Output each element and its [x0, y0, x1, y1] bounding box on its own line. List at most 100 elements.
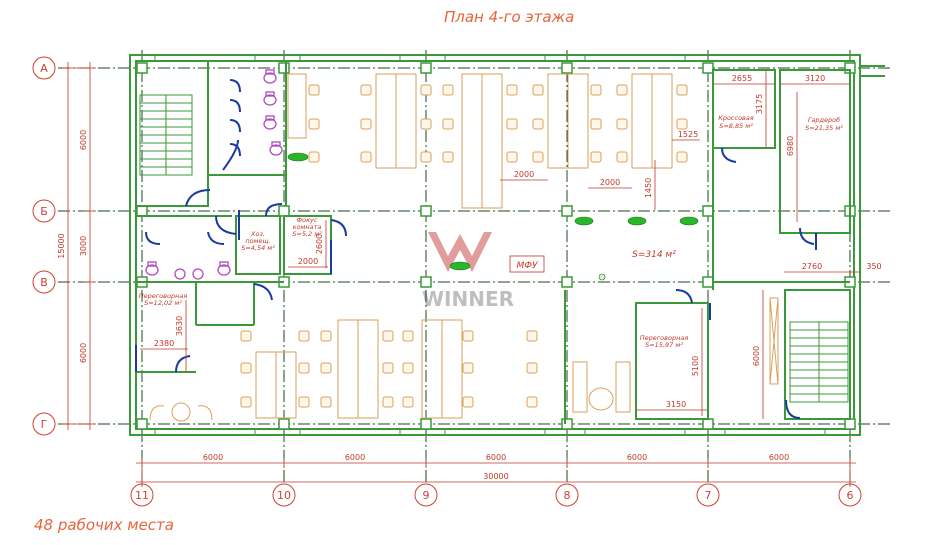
chair [590, 151, 602, 163]
dim-2000-a: 2000 [514, 170, 534, 179]
shelving [572, 297, 779, 413]
cross-room-name: Кроссовая [718, 114, 754, 122]
doors [135, 79, 817, 419]
chair [420, 118, 432, 130]
chair [402, 362, 414, 374]
cross-room-area: S=8,85 м² [719, 122, 753, 130]
axis-marker-7 [696, 483, 720, 507]
chair [590, 84, 602, 96]
dim-left-top: 6000 [79, 130, 88, 150]
chair [616, 84, 628, 96]
room-labels: Хоз. помещ. S=4,54 м² Фокус комната S=5,… [139, 114, 844, 349]
chair [382, 330, 394, 342]
chair [240, 362, 252, 374]
dim-3150: 3150 [666, 400, 686, 409]
axis-label-9: 9 [423, 489, 430, 502]
chair [462, 362, 474, 374]
dim-2380: 2380 [154, 339, 174, 348]
chair [616, 118, 628, 130]
dim-6000-right: 6000 [752, 346, 761, 366]
axis-marker-v [32, 270, 56, 294]
axis-labels: А Б В Г 11 10 9 8 7 6 [40, 62, 853, 502]
axis-label-a: А [40, 62, 48, 75]
dim-350: 350 [866, 262, 881, 271]
dim-3120: 3120 [805, 74, 825, 83]
dim-1450: 1450 [644, 178, 653, 198]
plan-title: План 4-го этажа [444, 8, 575, 26]
dimension-values: 6000 6000 6000 6000 6000 30000 6000 3000… [57, 74, 882, 481]
chair [532, 151, 544, 163]
meeting-left-area: S=12,02 м² [144, 299, 182, 307]
chair [462, 330, 474, 342]
stairs [139, 94, 849, 403]
chair [442, 84, 454, 96]
mfu-box: МФУ [509, 255, 545, 273]
dim-bottom-3: 6000 [486, 453, 506, 462]
dim-5100: 5100 [691, 356, 700, 376]
dim-3630: 3630 [175, 316, 184, 336]
meeting-right-name: Переговорная [640, 334, 689, 342]
chair [320, 396, 332, 408]
storage-room-area: S=4,54 м² [241, 244, 275, 252]
axis-markers [32, 56, 862, 507]
chair [676, 118, 688, 130]
chair [320, 330, 332, 342]
dim-6980: 6980 [786, 136, 795, 156]
chair [360, 84, 372, 96]
chair [382, 362, 394, 374]
dim-bottom-2: 6000 [345, 453, 365, 462]
dim-left-total: 15000 [57, 233, 66, 258]
chair [442, 151, 454, 163]
chair [298, 330, 310, 342]
dim-bottom-4: 6000 [627, 453, 647, 462]
chair [402, 330, 414, 342]
axis-label-g: Г [41, 418, 48, 431]
toilets [145, 69, 283, 280]
lounge-furniture [149, 387, 614, 422]
axis-marker-g [32, 412, 56, 436]
chair [676, 84, 688, 96]
chair [420, 151, 432, 163]
storage-room-name: Хоз. [250, 230, 265, 238]
axis-marker-9 [414, 483, 438, 507]
watermark-text: WINNER [422, 287, 514, 311]
focus-room-name: Фокус [297, 216, 318, 224]
axis-marker-10 [272, 483, 296, 507]
chair [382, 396, 394, 408]
chair [532, 118, 544, 130]
focus-room-name2: комната [293, 223, 322, 231]
dim-bottom-5: 6000 [769, 453, 789, 462]
focus-room-area: S=5,2 м² [292, 230, 322, 238]
winner-watermark: WINNER [422, 232, 514, 311]
chair [298, 362, 310, 374]
chair [676, 151, 688, 163]
dim-2655: 2655 [732, 74, 752, 83]
chair [320, 362, 332, 374]
dim-left-mid: 3000 [79, 236, 88, 256]
dim-left-bottom: 6000 [79, 343, 88, 363]
dim-2600: 2600 [315, 234, 324, 254]
chair [506, 151, 518, 163]
chair [462, 396, 474, 408]
chair [308, 151, 320, 163]
chair [590, 118, 602, 130]
dimension-lines [62, 62, 860, 487]
mfu-label: МФУ [517, 261, 539, 271]
chair [360, 118, 372, 130]
chair [402, 396, 414, 408]
chair [298, 396, 310, 408]
chair [506, 118, 518, 130]
meeting-left-name: Переговорная [139, 292, 188, 300]
axis-label-v: В [40, 276, 48, 289]
chair [616, 151, 628, 163]
chair [532, 84, 544, 96]
axis-marker-a [32, 56, 56, 80]
chair [308, 84, 320, 96]
dim-2760: 2760 [802, 262, 822, 271]
axis-marker-b [32, 199, 56, 223]
axis-label-10: 10 [277, 489, 291, 502]
plants [287, 152, 699, 281]
axis-marker-8 [555, 483, 579, 507]
axis-label-6: 6 [847, 489, 854, 502]
